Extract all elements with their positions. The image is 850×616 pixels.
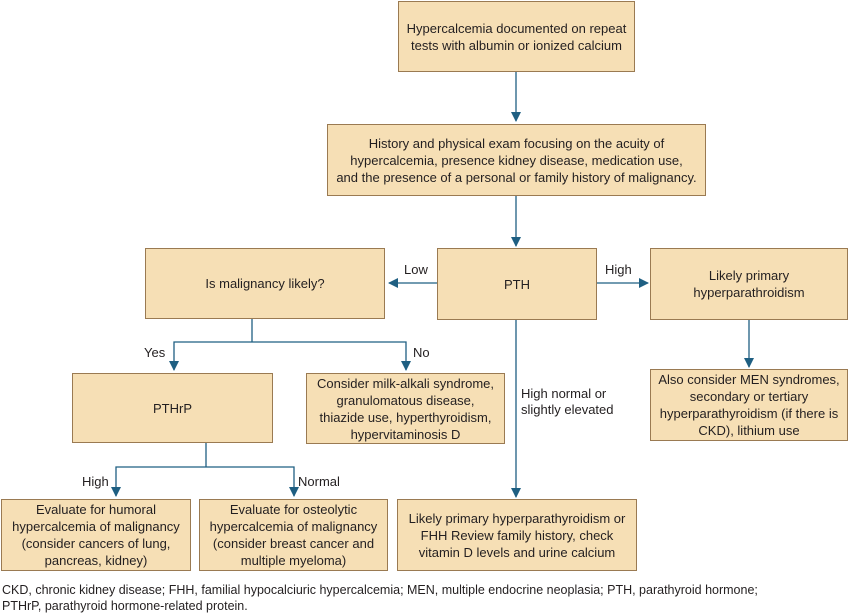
- edge-label-high-normal: High normal or slightly elevated: [521, 386, 614, 417]
- node-pth: PTH: [437, 248, 597, 320]
- edge-label-low: Low: [404, 262, 428, 277]
- node-likely-primary: Likely primary hyperparathroidism: [650, 248, 848, 320]
- edge-label-yes: Yes: [144, 345, 166, 360]
- node-humoral-hypercalcemia: Evaluate for humoral hypercalcemia of ma…: [1, 499, 191, 571]
- node-hypercalcemia-documented: Hypercalcemia documented on repeat tests…: [398, 1, 635, 72]
- edge-label-normal: Normal: [298, 474, 340, 489]
- node-malignancy-likely: Is malignancy likely?: [145, 248, 385, 319]
- edge-label-no: No: [413, 345, 430, 360]
- node-men-syndromes: Also consider MEN syndromes, secondary o…: [650, 369, 848, 441]
- branch-pthrp-normal: [206, 466, 299, 497]
- branch-yes: [169, 341, 252, 371]
- edge-label-high-pthrp: High: [82, 474, 109, 489]
- node-milk-alkali: Consider milk-alkali syndrome, granuloma…: [306, 373, 505, 444]
- node-fhh-review: Likely primary hyperparathyroidism or FH…: [397, 499, 637, 571]
- footnote-abbreviations: CKD, chronic kidney disease; FHH, famili…: [2, 583, 758, 613]
- edge-label-high-pth: High: [605, 262, 632, 277]
- node-osteolytic-hypercalcemia: Evaluate for osteolytic hypercalcemia of…: [199, 499, 388, 571]
- branch-no: [252, 341, 411, 371]
- branch-pthrp-high: [111, 466, 206, 497]
- node-pthrp: PTHrP: [72, 373, 273, 443]
- node-history-physical-exam: History and physical exam focusing on th…: [327, 124, 706, 196]
